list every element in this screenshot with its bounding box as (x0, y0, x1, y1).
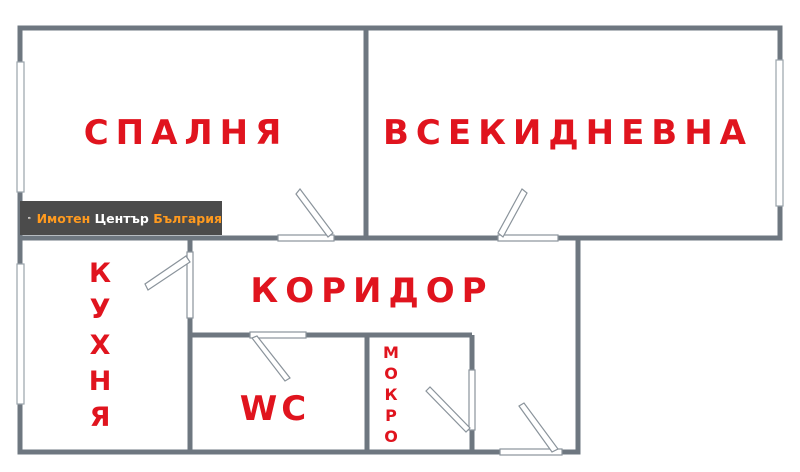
doors (144, 188, 563, 456)
bedroom-door-leaf (295, 188, 334, 238)
wet-room-letter: О (384, 427, 398, 446)
kitchen-letter: У (90, 294, 111, 325)
kitchen-door-leaf (144, 255, 191, 291)
wet-door-leaf (425, 386, 471, 433)
house-logo-icon (28, 216, 31, 220)
wet-room-letter: О (384, 364, 398, 383)
wc-door-frame (249, 331, 307, 339)
room-labels: СПАЛНЯ ВСЕКИДНЕВНА КОРИДОР WC К У Х Н Я … (84, 113, 753, 446)
wet-room-letter: М (383, 343, 399, 362)
living-window (775, 59, 784, 207)
kitchen-letter: К (89, 258, 111, 289)
kitchen-letter: Я (90, 402, 111, 433)
living-door-frame (497, 234, 559, 242)
kitchen-door-frame (186, 251, 194, 319)
bedroom-door-frame (277, 234, 335, 242)
living-door-leaf (497, 188, 528, 238)
brand-name: Имотен Център България (37, 211, 222, 226)
brand-name-part: Имотен (36, 210, 95, 226)
wc-label: WC (240, 389, 310, 429)
lower-door-frame (499, 448, 563, 456)
kitchen-letter: Н (89, 366, 112, 397)
living-room-label: ВСЕКИДНЕВНА (383, 113, 753, 153)
wc-door-leaf (251, 335, 291, 382)
lower-door-leaf (518, 402, 559, 453)
brand-name-part: България (153, 210, 222, 226)
kitchen-letter: Х (90, 330, 111, 361)
corridor-label: КОРИДОР (250, 271, 493, 311)
brand-watermark: Имотен Център България (20, 201, 222, 235)
bedroom-window (16, 61, 25, 193)
wet-door-frame (468, 369, 476, 431)
windows (16, 59, 784, 405)
bedroom-label: СПАЛНЯ (84, 113, 289, 153)
kitchen-window (16, 263, 25, 405)
walls (17, 25, 783, 455)
wet-room-letter: Р (385, 406, 397, 425)
wet-room-letter: К (384, 385, 397, 404)
brand-name-part: Център (94, 210, 154, 226)
